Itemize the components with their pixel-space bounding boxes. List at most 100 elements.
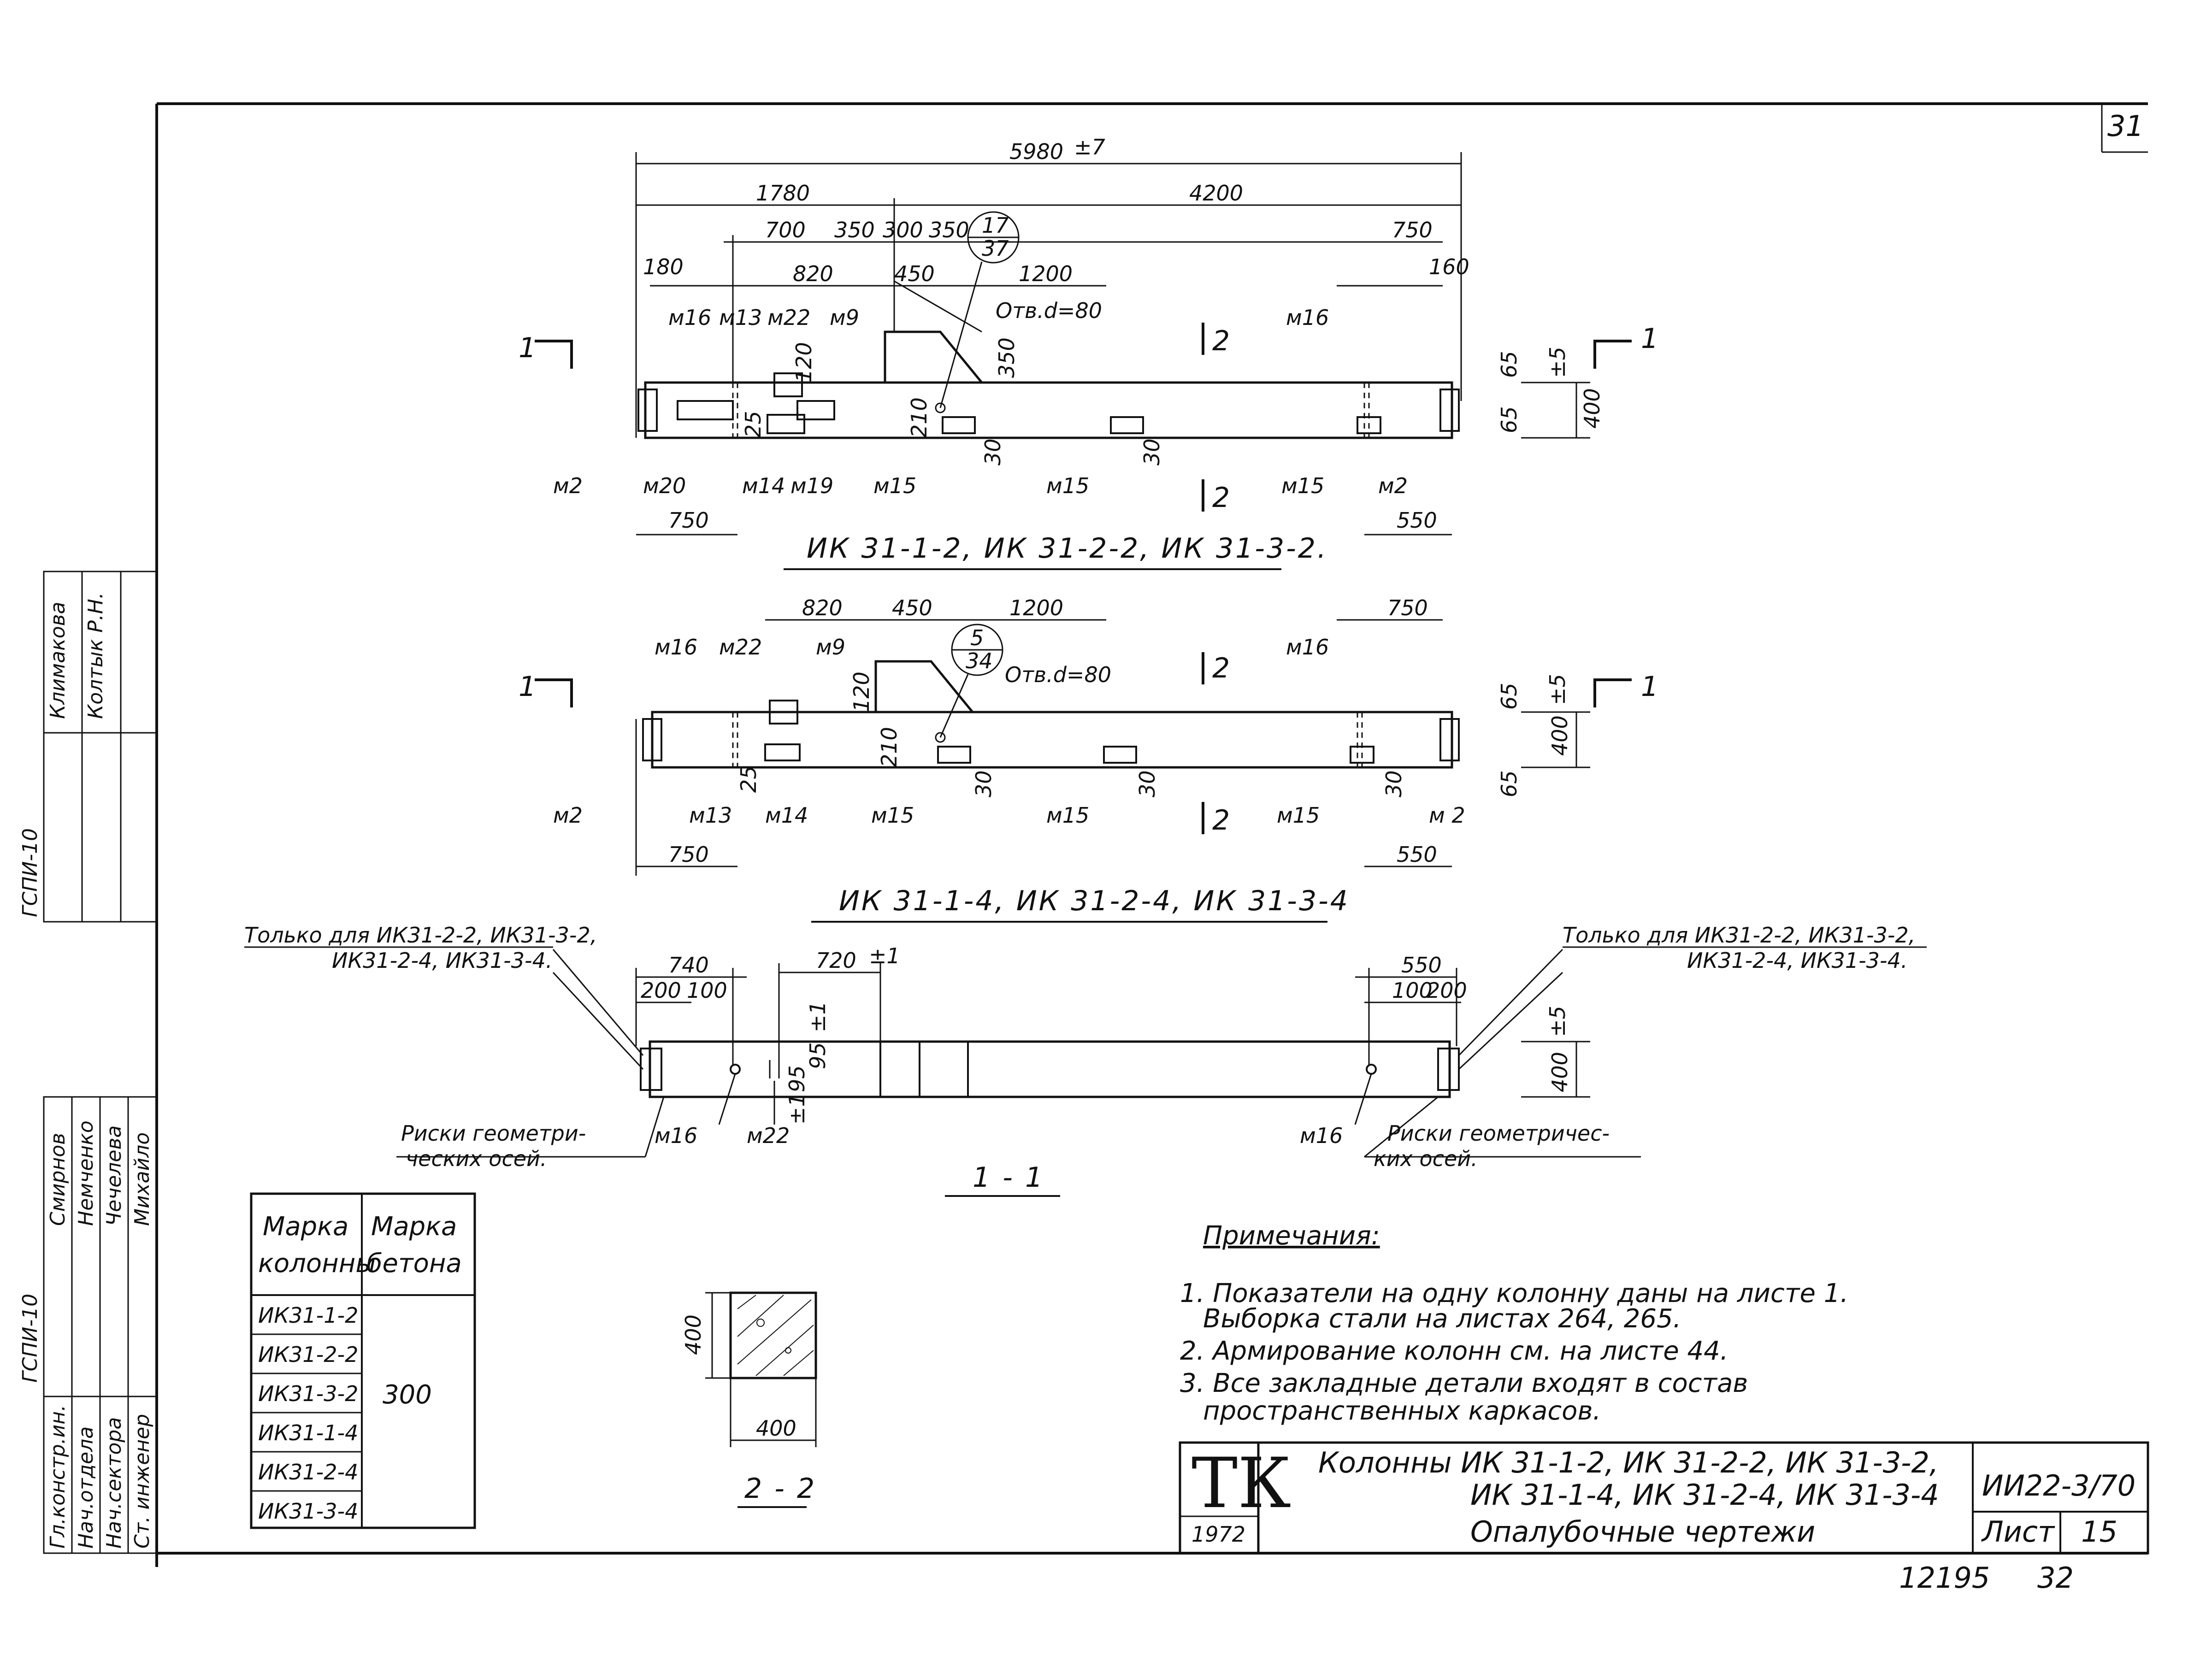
part-m15-1c: м15 bbox=[1281, 473, 1324, 498]
section-square bbox=[729, 1291, 817, 1379]
section-mark-2-bottom: 2 bbox=[1212, 482, 1232, 514]
hole-note-1: Отв.d=80 bbox=[996, 298, 1102, 323]
vdim-25: 25 bbox=[741, 411, 766, 438]
vdim-25-2: 25 bbox=[736, 766, 761, 793]
caption-elevation-2: ИК 31-1-4, ИК 31-2-4, ИК 31-3-4 bbox=[839, 885, 1350, 917]
note-line-4: 3. Все закладные детали входят в состав bbox=[1180, 1368, 1748, 1398]
side-surname-1: Смирнов bbox=[46, 1133, 70, 1226]
sheet-number: 31 bbox=[2107, 109, 2144, 143]
vdim-400-2: 400 bbox=[1547, 715, 1572, 756]
part-m16-1b: м16 bbox=[1286, 305, 1329, 330]
title-logo: ТК bbox=[1192, 1443, 1291, 1524]
plan-note-left-2: ИК31-2-4, ИК31-3-4. bbox=[332, 948, 553, 973]
part-m2-1a: м2 bbox=[553, 473, 583, 498]
callout-bottom-2: 34 bbox=[966, 648, 993, 673]
small-dim-30b-2: 30 bbox=[1135, 770, 1160, 797]
part-m2-2b: м 2 bbox=[1429, 803, 1465, 828]
section-mark-2-top: 2 bbox=[1212, 325, 1232, 357]
part-m15-1b: м15 bbox=[1046, 473, 1089, 498]
part-m9-1: м9 bbox=[830, 305, 859, 330]
bottom-dim-750-2: 750 bbox=[668, 842, 709, 867]
sheet-frame bbox=[155, 102, 2148, 1567]
small-dim-30c-2: 30 bbox=[1381, 770, 1406, 797]
part-m15-2b: м15 bbox=[1046, 803, 1089, 828]
part-m2-1b: м2 bbox=[1378, 473, 1408, 498]
section-mark-1-right: 1 bbox=[1641, 323, 1660, 355]
table-row-1: ИК31-1-2 bbox=[258, 1303, 358, 1328]
title-year: 1972 bbox=[1192, 1522, 1245, 1547]
dim-1780: 1780 bbox=[756, 181, 810, 206]
side-role-2: Нач.отдела bbox=[74, 1426, 98, 1549]
bottom-dim-550-1: 550 bbox=[1397, 508, 1437, 533]
elevation-2 bbox=[535, 619, 1632, 923]
plan-tol-side-b: ±1 bbox=[785, 1093, 809, 1125]
note-line-5: пространственных каркасов. bbox=[1203, 1396, 1601, 1426]
plan-note-left-1: Только для ИК31-2-2, ИК31-3-2, bbox=[244, 923, 597, 948]
plan-part-m22: м22 bbox=[747, 1123, 790, 1148]
dim-750-2: 750 bbox=[1387, 595, 1428, 620]
section-mark-1-right-2: 1 bbox=[1641, 671, 1660, 703]
plan-vdim-95b: 95 bbox=[785, 1065, 809, 1092]
elevation-1 bbox=[535, 152, 1632, 570]
small-dim-30a-2: 30 bbox=[971, 770, 996, 797]
side-surname-3: Чечелева bbox=[102, 1125, 126, 1226]
side-surname-2: Немченко bbox=[74, 1120, 98, 1226]
dim-450: 450 bbox=[894, 261, 935, 286]
title-block bbox=[1179, 1441, 2149, 1555]
vdim-120: 120 bbox=[791, 342, 816, 383]
footer-page: 32 bbox=[2037, 1561, 2074, 1595]
column-body-2 bbox=[651, 711, 1453, 769]
vdim-210-2: 210 bbox=[877, 727, 902, 767]
plan-part-m16-right: м16 bbox=[1300, 1123, 1343, 1148]
side-role-4: Ст. инженер bbox=[130, 1414, 154, 1549]
dim-350a: 350 bbox=[834, 218, 875, 242]
side-stamp-lower: ГСПИ-10 Гл.констр.ин. Нач.отдела Нач.сек… bbox=[18, 1096, 158, 1554]
table-row-5: ИК31-2-4 bbox=[258, 1460, 358, 1484]
notes-title: Примечания: bbox=[1203, 1221, 1380, 1251]
table-concrete: 300 bbox=[383, 1380, 432, 1410]
side-surname-4: Михайло bbox=[130, 1132, 154, 1226]
table-row-2: ИК31-2-2 bbox=[258, 1342, 358, 1367]
callout-top-2: 5 bbox=[970, 625, 984, 650]
side-org-lower: ГСПИ-10 bbox=[18, 1294, 42, 1383]
section-mark-1-left: 1 bbox=[519, 332, 538, 364]
overall-tol-1: ±7 bbox=[1074, 135, 1105, 159]
column-plan bbox=[649, 1040, 1451, 1098]
dim-4200: 4200 bbox=[1189, 181, 1243, 206]
section-mark-1-left-2: 1 bbox=[519, 671, 538, 703]
plan-risks-right-2: ких осей. bbox=[1374, 1146, 1478, 1171]
plan-risks-left-2: ческих осей. bbox=[406, 1146, 547, 1171]
table-row-6: ИК31-3-4 bbox=[258, 1499, 358, 1524]
dim-750-top: 750 bbox=[1392, 218, 1433, 242]
part-m22-2: м22 bbox=[719, 635, 762, 660]
mark-table bbox=[250, 1192, 476, 1529]
dim-700: 700 bbox=[765, 218, 806, 242]
plan-dim-100-left: 100 bbox=[687, 978, 727, 1003]
dim-1200-2: 1200 bbox=[1009, 595, 1063, 620]
table-row-4: ИК31-1-4 bbox=[258, 1420, 358, 1445]
hole-note-2: Отв.d=80 bbox=[1005, 662, 1111, 687]
plan-risks-left-1: Риски геометри- bbox=[401, 1121, 586, 1146]
callout-bottom-1: 37 bbox=[982, 236, 1009, 261]
vdim-350: 350 bbox=[994, 337, 1019, 378]
note-line-2: Выборка стали на листах 264, 265. bbox=[1203, 1304, 1681, 1334]
part-m2-2a: м2 bbox=[553, 803, 583, 828]
vdim-65a-2: 65 bbox=[1497, 683, 1522, 710]
callout-top-1: 17 bbox=[982, 213, 1009, 238]
dim-820: 820 bbox=[793, 261, 833, 286]
dim-350b: 350 bbox=[929, 218, 969, 242]
part-m13-1: м13 bbox=[719, 305, 762, 330]
bottom-dim-750-1: 750 bbox=[668, 508, 709, 533]
vdim-65b-2: 65 bbox=[1497, 770, 1522, 797]
dim-160: 160 bbox=[1429, 254, 1469, 279]
small-dim-30b: 30 bbox=[1139, 438, 1164, 465]
dim-450-2: 450 bbox=[892, 595, 932, 620]
vdim-210: 210 bbox=[907, 397, 932, 438]
overall-length-1: 5980 bbox=[1009, 139, 1063, 164]
title-sheet-number: 15 bbox=[2081, 1515, 2118, 1549]
height-tol-2: ±5 bbox=[1545, 674, 1570, 705]
side-org-upper: ГСПИ-10 bbox=[18, 828, 42, 917]
part-m16-1a: м16 bbox=[668, 305, 711, 330]
part-m19-1: м19 bbox=[790, 473, 833, 498]
part-m15-1a: м15 bbox=[873, 473, 916, 498]
